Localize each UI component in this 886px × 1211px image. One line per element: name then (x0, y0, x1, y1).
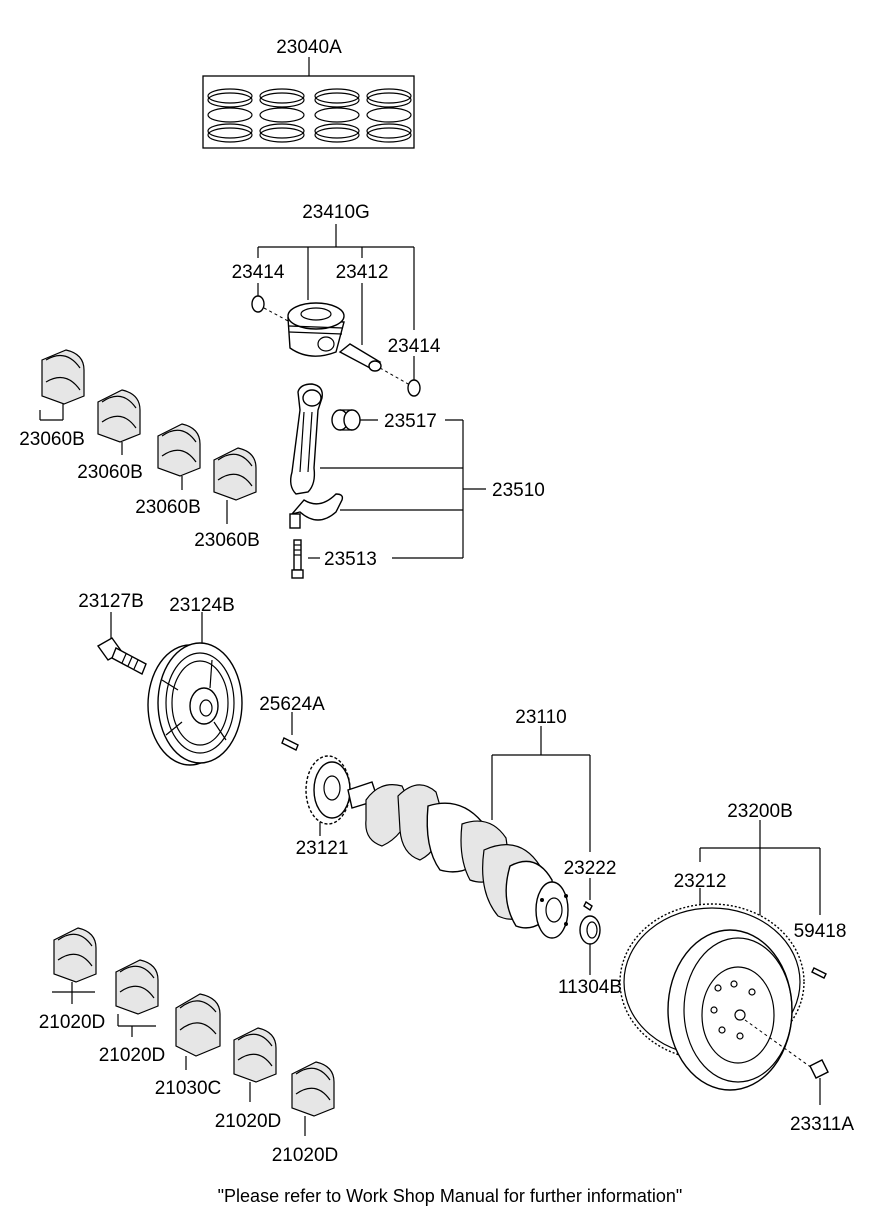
label-rod-bearing-1: 23060B (19, 429, 85, 450)
label-rod-bearing-3: 23060B (135, 497, 201, 518)
label-rod-bearing-2: 23060B (77, 462, 143, 483)
piston-part (287, 302, 345, 357)
label-piston-assy: 23410G (302, 202, 370, 223)
label-flywheel-assy: 23200B (727, 801, 793, 822)
rod-bearing-1-part (39, 349, 85, 421)
label-snap-ring-left: 23414 (232, 262, 285, 283)
label-crankshaft-assy: 23110 (515, 707, 566, 728)
label-flywheel-bolt: 23311A (790, 1114, 854, 1135)
sprocket-part (305, 755, 351, 836)
label-rod-bolt: 23513 (324, 549, 377, 570)
crank-pin-part (583, 878, 593, 912)
main-bearing-5-part (291, 1061, 335, 1136)
label-sprocket: 23121 (296, 838, 349, 859)
pulley-bolt-part (96, 612, 147, 675)
main-bearing-1-part (52, 927, 97, 1004)
snap-ring-right-part (407, 379, 421, 397)
main-bearing-thrust-part (175, 993, 221, 1070)
piston-assembly (251, 224, 421, 397)
key-part (281, 712, 299, 751)
label-main-bearing-4: 21020D (215, 1111, 282, 1132)
main-bearing-2-part (115, 959, 159, 1037)
footer-note: "Please refer to Work Shop Manual for fu… (218, 1186, 683, 1206)
label-main-bearing-5: 21020D (272, 1145, 339, 1166)
piston-ring-set (202, 57, 415, 149)
rod-bearing-2-part (97, 389, 141, 455)
label-rod-bushing: 23517 (384, 411, 437, 432)
label-key: 25624A (259, 694, 325, 715)
damper-pulley-part (147, 612, 243, 766)
label-crank-pin: 23222 (564, 858, 617, 879)
oil-seal-bushing-part (579, 915, 601, 975)
label-piston-pin: 23412 (336, 262, 389, 283)
label-conrod-assy: 23510 (492, 480, 545, 501)
rod-bearing-3-part (157, 423, 201, 490)
rod-bushing-part (331, 409, 361, 431)
label-dowel-pin: 59418 (794, 921, 847, 942)
label-main-bearing-2: 21020D (99, 1045, 166, 1066)
dowel-pin-part (811, 967, 827, 979)
rod-bearing-4-part (213, 447, 257, 524)
main-bearing-4-part (233, 1027, 277, 1102)
label-snap-ring-right: 23414 (388, 336, 441, 357)
piston-pin-part (338, 343, 382, 372)
main-bearings (52, 927, 335, 1136)
crankshaft-part (347, 726, 591, 939)
label-main-bearing-1: 21020D (39, 1012, 106, 1033)
label-rod-bearing-4: 23060B (194, 530, 260, 551)
rod-bolt-part (291, 539, 304, 579)
label-main-bearing-thrust: 21030C (155, 1078, 222, 1099)
connecting-rod-assembly (289, 383, 486, 579)
rod-cap-part (289, 493, 344, 529)
label-oil-seal-bushing: 11304B (558, 977, 622, 998)
flywheel-assembly (619, 820, 829, 1105)
snap-ring-left-part (251, 295, 265, 313)
label-ring-gear: 23212 (674, 871, 727, 892)
label-pulley-bolt: 23127B (78, 591, 144, 612)
label-ring-set: 23040A (276, 37, 342, 58)
flywheel-bolt-part (809, 1059, 829, 1105)
rod-bearings (39, 349, 257, 524)
label-damper-pulley: 23124B (169, 595, 235, 616)
